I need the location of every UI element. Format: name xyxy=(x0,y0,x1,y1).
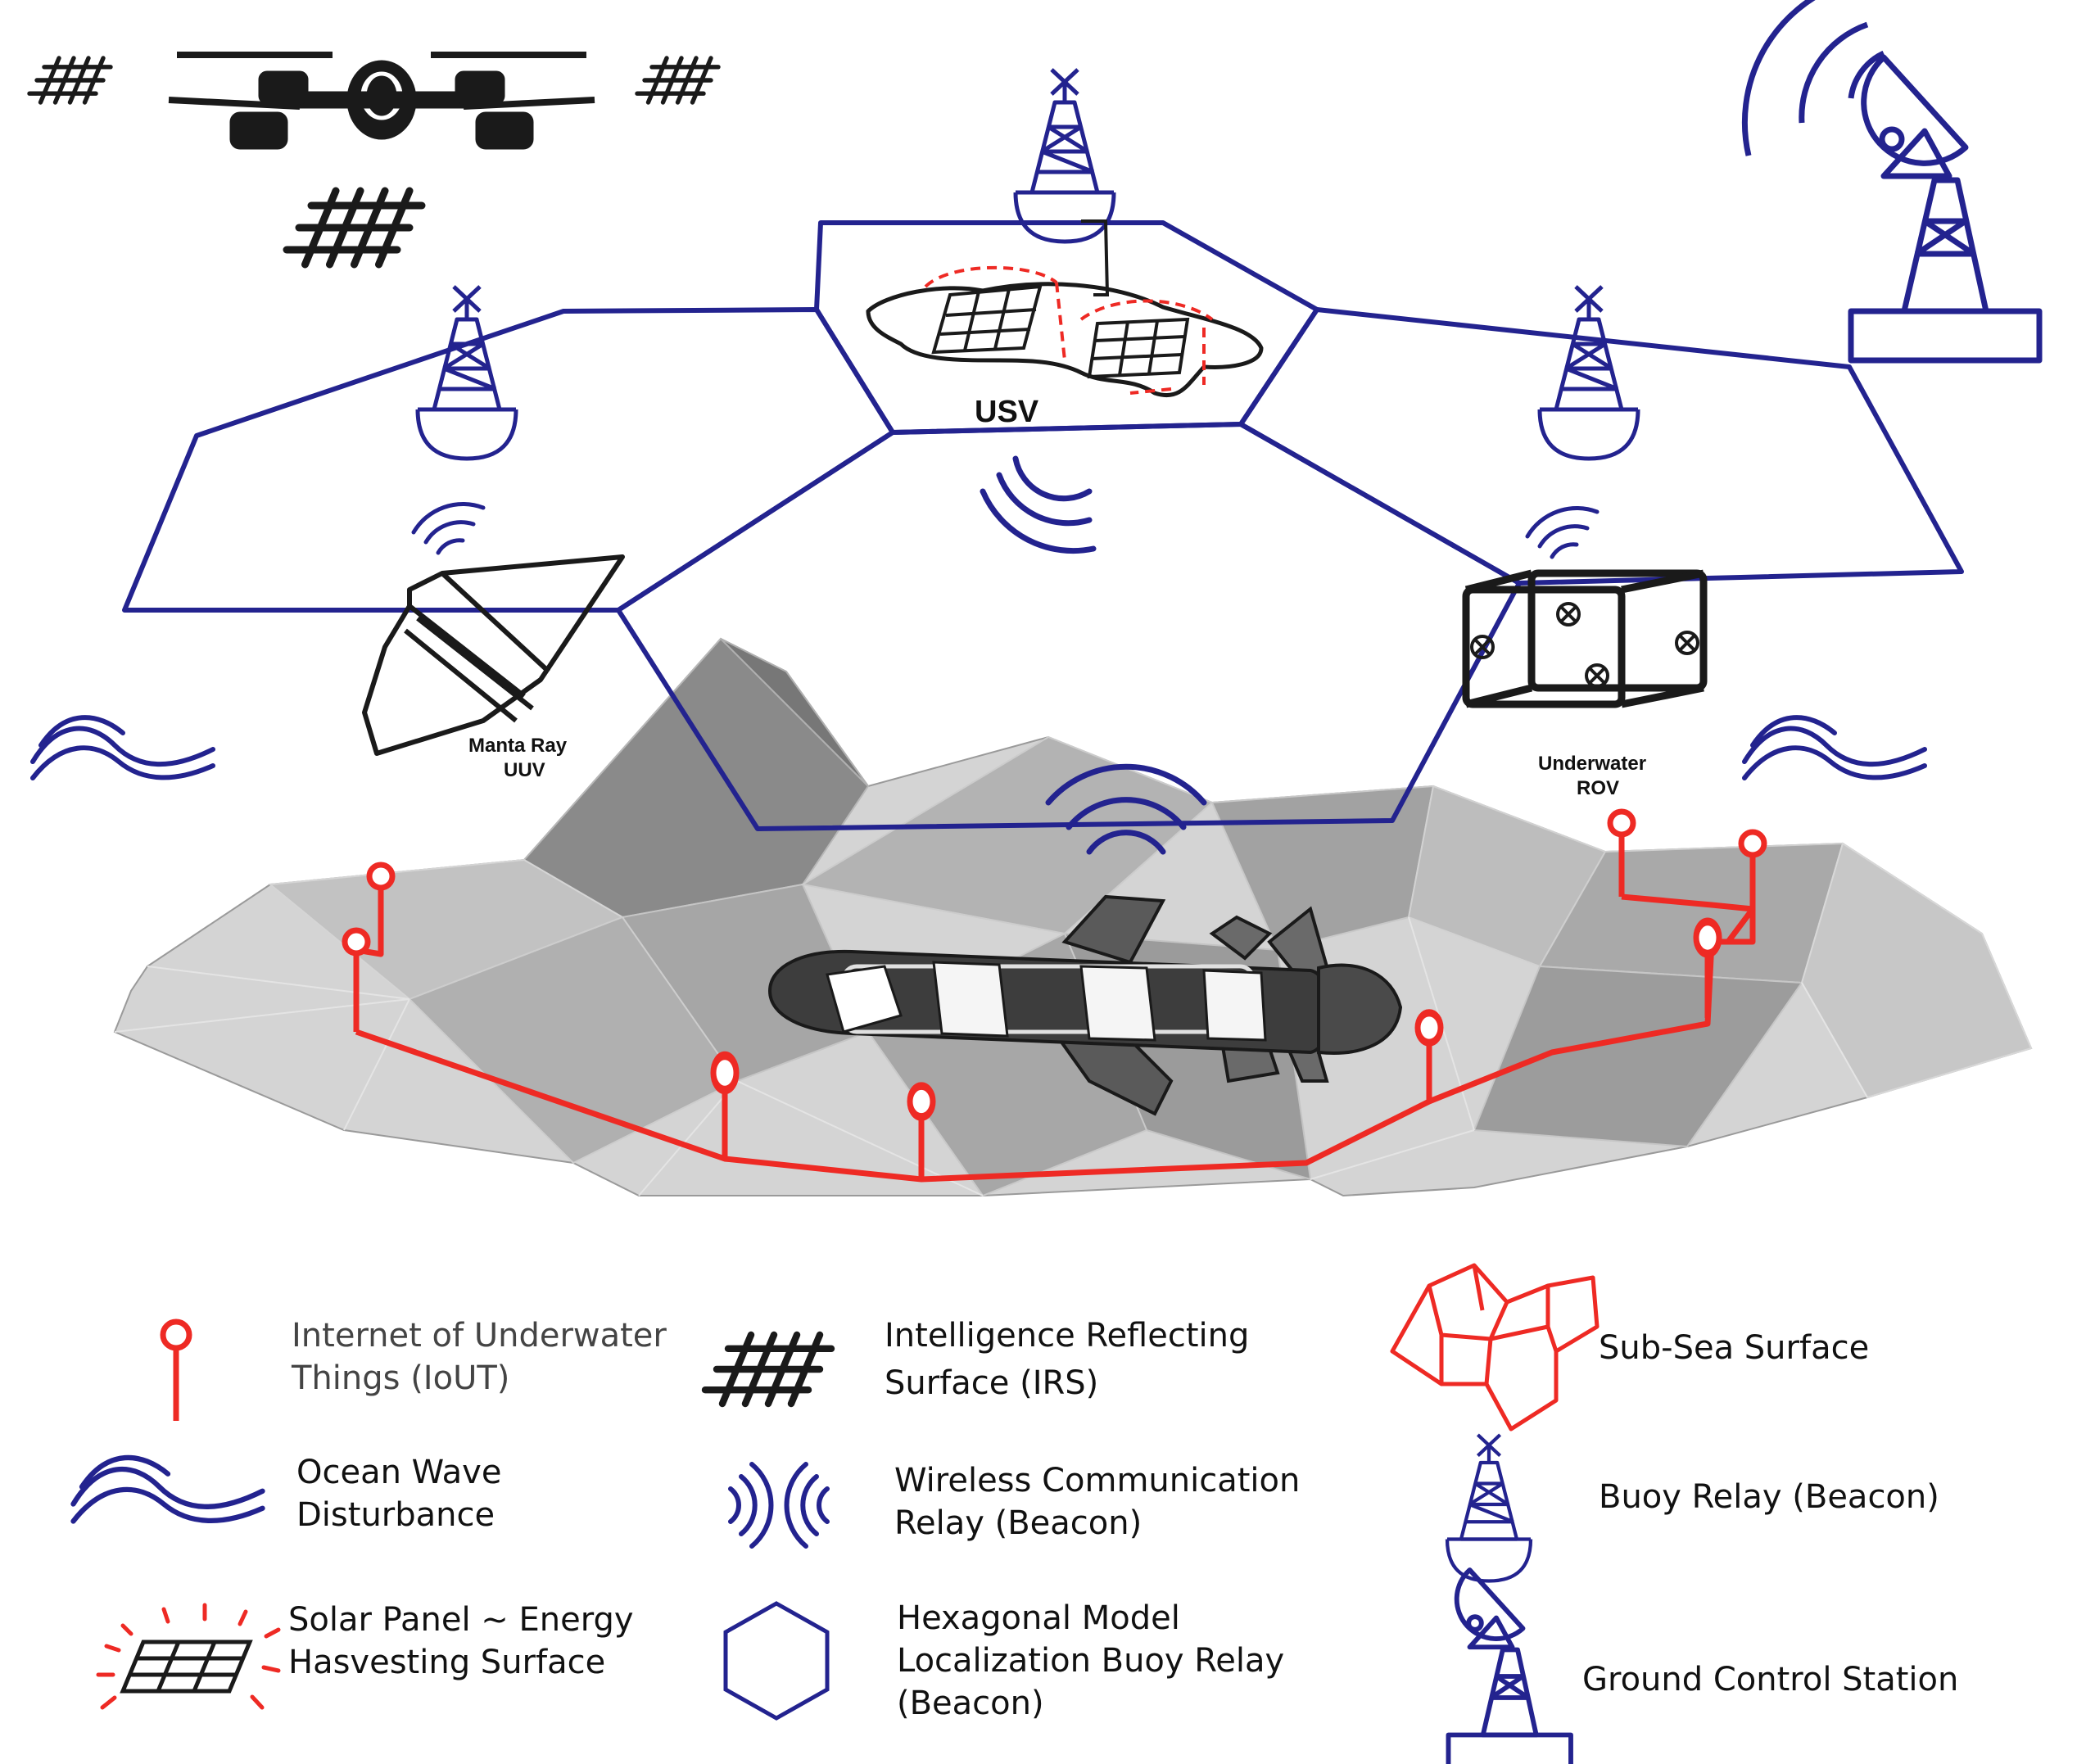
legend-wave-label: Ocean Wave Disturbance xyxy=(296,1451,501,1536)
rov-label-1: Underwater xyxy=(1538,753,1646,775)
hexagon-network xyxy=(122,220,1964,831)
legend-hex-line2: Localization Buoy Relay xyxy=(897,1642,1285,1680)
wireless-signal-icon xyxy=(980,455,1097,554)
legend-hex-label: Hexagonal Model Localization Buoy Relay … xyxy=(897,1597,1284,1725)
wireless-signal-icon xyxy=(1045,763,1207,855)
legend-hex-line1: Hexagonal Model xyxy=(897,1599,1180,1637)
legend-irs-label: Intelligence Reflecting Surface (IRS) xyxy=(885,1314,1249,1404)
manta-label-1: Manta Ray xyxy=(468,735,568,757)
auv-icon xyxy=(767,894,1403,1116)
legend-buoy-label: Buoy Relay (Beacon) xyxy=(1599,1478,1939,1516)
wireless-signal-icon xyxy=(1525,506,1600,559)
legend-hex-line3: (Beacon) xyxy=(897,1685,1044,1722)
legend-solar-line2: Hasvesting Surface xyxy=(288,1644,606,1681)
legend-buoy-icon xyxy=(1447,1435,1531,1581)
legend-wave-icon xyxy=(74,1458,263,1522)
satellite-dish-icon xyxy=(1741,0,2043,364)
wave-icon xyxy=(33,717,213,778)
usv-icon: USV xyxy=(866,219,1264,429)
legend-wireless-icon xyxy=(728,1462,830,1549)
legend-irs-line1: Intelligence Reflecting xyxy=(885,1317,1250,1355)
legend-wireless-line2: Relay (Beacon) xyxy=(894,1504,1143,1542)
legend-subsea-label: Sub-Sea Surface xyxy=(1599,1329,1870,1367)
legend-irs-icon xyxy=(705,1335,831,1404)
legend-wireless-line1: Wireless Communication xyxy=(894,1462,1301,1499)
irs-grid-icon xyxy=(287,191,422,265)
legend-subsea-icon xyxy=(1390,1263,1600,1432)
legend-hexagon-icon xyxy=(723,1601,830,1721)
manta-label-2: UUV xyxy=(504,759,545,781)
usv-label: USV xyxy=(975,395,1039,429)
manta-ray-icon: Manta Ray UUV xyxy=(362,554,625,781)
legend-solar-panel-icon xyxy=(96,1603,281,1710)
wave-icon xyxy=(1744,717,1925,778)
legend-iout-line2: Things (IoUT) xyxy=(292,1359,510,1397)
drone-icon xyxy=(168,52,595,150)
legend-gcs-icon xyxy=(1446,1567,1573,1764)
legend-iout-label: Internet of Underwater Things (IoUT) xyxy=(292,1314,667,1400)
buoy-icon xyxy=(418,287,516,459)
legend-iout-icon xyxy=(160,1318,192,1421)
rov-icon: Underwater ROV xyxy=(1462,569,1708,799)
legend-wave-line2: Disturbance xyxy=(296,1496,495,1534)
legend-solar-line1: Solar Panel ~ Energy xyxy=(288,1601,634,1639)
buoy-icon xyxy=(1540,287,1638,459)
irs-grid-icon xyxy=(29,58,111,102)
legend-iout-line1: Internet of Underwater xyxy=(292,1317,667,1355)
rov-label-2: ROV xyxy=(1577,777,1619,799)
sub-sea-terrain xyxy=(113,637,2033,1197)
legend-solar-label: Solar Panel ~ Energy Hasvesting Surface xyxy=(288,1599,634,1684)
legend-gcs-label: Ground Control Station xyxy=(1582,1661,1959,1698)
buoy-icon xyxy=(1016,70,1114,242)
legend-irs-line2: Surface (IRS) xyxy=(885,1364,1099,1402)
legend-wave-line1: Ocean Wave xyxy=(296,1454,502,1491)
irs-grid-icon xyxy=(637,58,718,102)
wireless-signal-icon xyxy=(411,502,486,555)
legend-wireless-label: Wireless Communication Relay (Beacon) xyxy=(894,1459,1300,1545)
